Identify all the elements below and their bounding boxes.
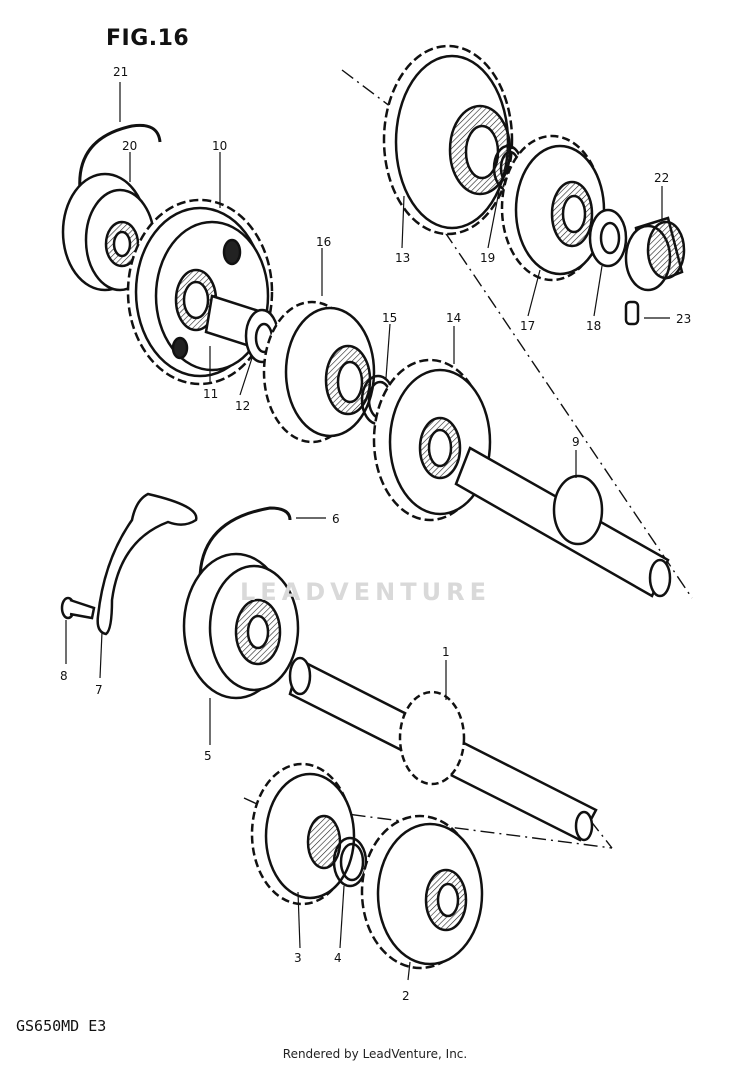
callout-labels: 21 20 10 11 12 16 15 14 9 13 19 17 18 22…	[60, 65, 691, 1003]
callout-7: 7	[95, 683, 103, 697]
part-14-gear	[372, 358, 492, 522]
callout-8: 8	[60, 669, 68, 683]
callout-23: 23	[676, 312, 691, 326]
model-code: GS650MD E3	[16, 1017, 107, 1035]
part-21-circlip	[78, 123, 162, 191]
callout-1: 1	[442, 645, 450, 659]
callout-3: 3	[294, 951, 302, 965]
callout-18: 18	[586, 319, 601, 333]
callout-17: 17	[520, 319, 535, 333]
callout-11: 11	[203, 387, 218, 401]
part-3-gear	[250, 762, 356, 906]
callout-5: 5	[204, 749, 212, 763]
callout-22: 22	[654, 171, 669, 185]
callout-15: 15	[382, 311, 397, 325]
part-17-gear	[500, 134, 606, 282]
callout-4: 4	[334, 951, 342, 965]
part-20-bearing	[61, 172, 156, 292]
callout-9: 9	[572, 435, 580, 449]
part-18-washer	[588, 208, 628, 268]
part-22-bearing	[624, 216, 686, 292]
callout-19: 19	[480, 251, 495, 265]
part-6-circlip	[198, 506, 292, 581]
part-9-shaft	[454, 446, 672, 598]
footer-credit: Rendered by LeadVenture, Inc.	[282, 1047, 468, 1061]
leader-lines	[65, 82, 670, 981]
callout-6: 6	[332, 512, 340, 526]
callout-10: 10	[212, 139, 227, 153]
part-1-shaft	[288, 656, 598, 842]
part-16-gear	[262, 300, 376, 444]
part-2-gear	[360, 814, 484, 970]
callout-12: 12	[235, 399, 250, 413]
part-8-bolt	[60, 596, 96, 620]
callout-13: 13	[395, 251, 410, 265]
callout-21: 21	[113, 65, 128, 79]
figure-title: FIG.16	[106, 26, 190, 51]
callout-2: 2	[402, 989, 410, 1003]
part-5-bearing	[182, 552, 300, 700]
part-13-gear	[382, 44, 514, 236]
callout-14: 14	[446, 311, 461, 325]
part-23-pin	[624, 300, 640, 326]
part-7-bracket	[96, 492, 198, 636]
callout-16: 16	[316, 235, 331, 249]
callout-20: 20	[122, 139, 137, 153]
part-10-gear	[126, 198, 274, 386]
watermark: LEADVENTURE	[240, 578, 491, 606]
